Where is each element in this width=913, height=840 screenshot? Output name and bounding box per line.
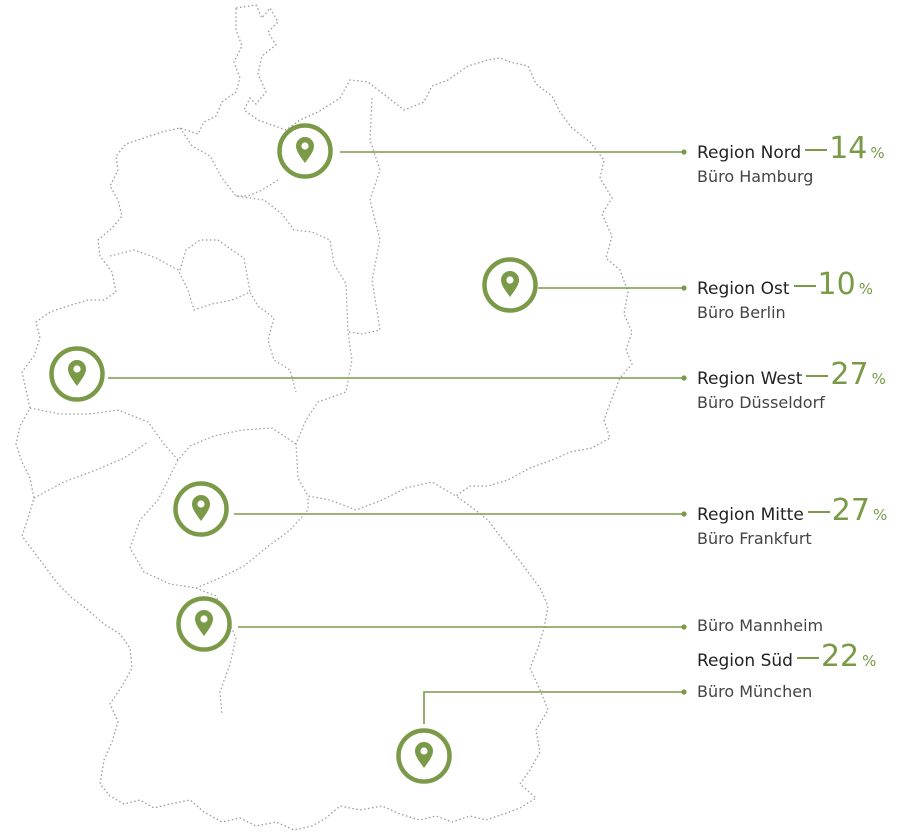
map-pin-icon [501, 271, 519, 297]
office-mannheim: Büro Mannheim [697, 616, 824, 635]
region-mitte-percent: 27 [831, 493, 870, 528]
percent-unit: % [862, 652, 877, 670]
region-sued-name: Region Süd [697, 651, 793, 671]
map-pin-icon [415, 742, 433, 768]
connector-lines [108, 149, 687, 724]
region-ost-share: 10 % [793, 267, 873, 302]
share-dash [807, 511, 830, 513]
map-pin-icon [192, 495, 210, 521]
percent-unit: % [872, 506, 888, 524]
marker-mannheim[interactable] [176, 596, 232, 652]
connector-muenchen [423, 691, 684, 724]
region-mitte-share: 27 % [807, 493, 888, 528]
percent-unit: % [858, 280, 873, 298]
map-pin-icon [195, 610, 213, 636]
region-ost-label: Region Ost 10 % Büro Berlin [697, 270, 873, 323]
country-outline [15, 4, 633, 831]
marker-duesseldorf[interactable] [49, 346, 105, 402]
region-sued-label: Region Süd 22 % [697, 642, 876, 672]
region-mitte-header: Region Mitte 27 % [697, 496, 887, 526]
share-dash [793, 285, 816, 287]
region-nord-label: Region Nord 14 % Büro Hamburg [697, 134, 885, 187]
region-west-name: Region West [697, 369, 803, 389]
map-pin-icon [68, 360, 86, 386]
marker-frankfurt[interactable] [173, 481, 229, 537]
office-muenchen: Büro München [697, 682, 813, 701]
region-sued-header: Region Süd 22 % [697, 642, 876, 672]
region-mitte-label: Region Mitte 27 % Büro Frankfurt [697, 496, 887, 549]
region-ost-header: Region Ost 10 % [697, 270, 873, 300]
share-dash [796, 657, 819, 659]
region-nord-header: Region Nord 14 % [697, 134, 885, 164]
share-dash [805, 149, 828, 151]
region-west-header: Region West 27 % [697, 360, 886, 390]
region-sued-share: 22 % [796, 639, 877, 674]
region-nord-share: 14 % [805, 131, 885, 166]
office-berlin: Büro Berlin [697, 303, 786, 322]
region-ost-name: Region Ost [697, 279, 790, 299]
region-mitte-name: Region Mitte [697, 505, 804, 525]
region-sued-percent: 22 [820, 639, 860, 674]
office-frankfurt: Büro Frankfurt [697, 529, 812, 548]
region-nord-percent: 14 [829, 131, 868, 166]
region-west-percent: 27 [830, 357, 869, 392]
marker-muenchen[interactable] [396, 728, 452, 784]
region-ost-percent: 10 [817, 267, 856, 302]
percent-unit: % [871, 370, 886, 388]
marker-hamburg[interactable] [277, 123, 333, 179]
office-hamburg: Büro Hamburg [697, 167, 814, 186]
map-pin-icon [296, 137, 314, 163]
marker-berlin[interactable] [482, 257, 538, 313]
region-west-label: Region West 27 % Büro Düsseldorf [697, 360, 886, 413]
share-dash [806, 375, 829, 377]
office-duesseldorf: Büro Düsseldorf [697, 393, 825, 412]
region-nord-name: Region Nord [697, 143, 802, 163]
region-west-share: 27 % [806, 357, 886, 392]
percent-unit: % [870, 144, 885, 162]
region-borders [29, 97, 457, 715]
